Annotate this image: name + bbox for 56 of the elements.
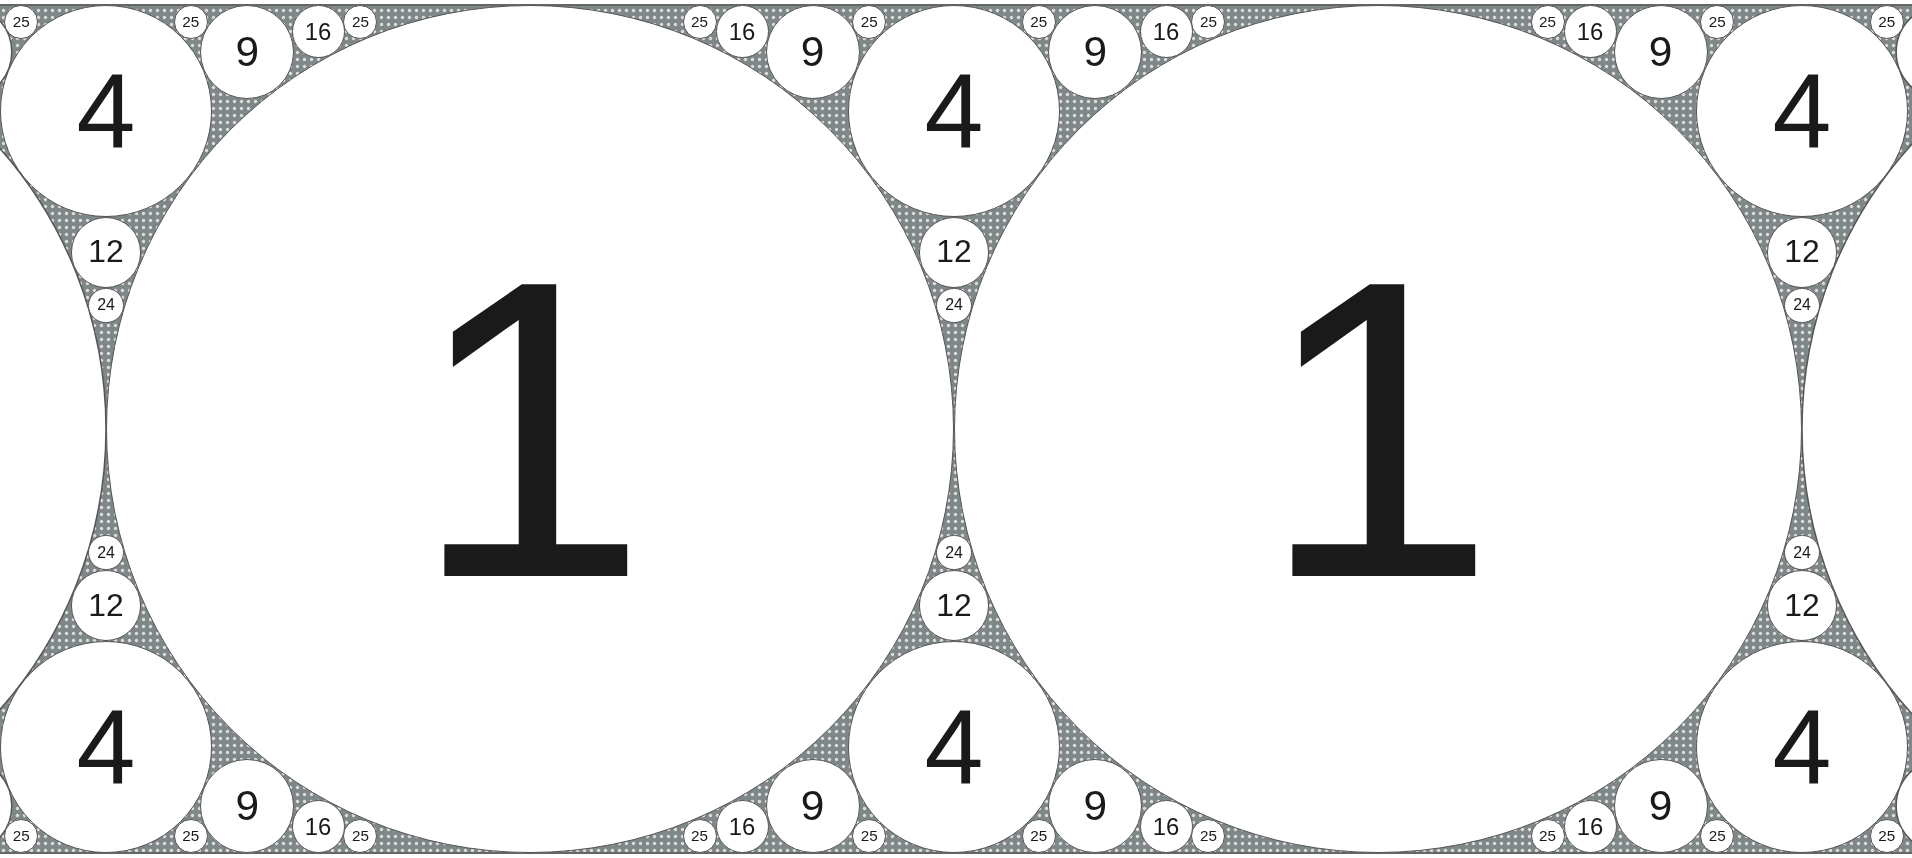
circle-number: 12: [88, 589, 124, 622]
circle-number: 12: [88, 236, 124, 269]
circle-number: 25: [691, 14, 709, 30]
circle-number: 4: [76, 58, 136, 164]
circle-number: 25: [1539, 828, 1557, 844]
circle-number: 25: [1708, 828, 1726, 844]
circle-number: 25: [860, 14, 878, 30]
circle-number: 25: [182, 14, 200, 30]
circle-number: 16: [1576, 814, 1604, 839]
circle-number: 25: [1030, 14, 1048, 30]
circle-number: 1: [1260, 217, 1496, 641]
circle-number: 24: [945, 297, 963, 314]
circle-number: 24: [97, 544, 115, 561]
circle-number: 25: [1708, 14, 1726, 30]
circle-number: 25: [1199, 828, 1217, 844]
circle-number: 25: [351, 828, 369, 844]
circle-number: 4: [1772, 58, 1832, 164]
circle-number: 1: [412, 217, 648, 641]
circle-number: 25: [182, 828, 200, 844]
circle-number: 24: [945, 544, 963, 561]
circle-number: 4: [924, 694, 984, 800]
circle-number: 4: [76, 694, 136, 800]
circle-number: 25: [351, 14, 369, 30]
circle-number: 12: [1784, 589, 1820, 622]
circle-number: 24: [97, 297, 115, 314]
circle-number: 16: [1152, 814, 1180, 839]
circle-number: 24: [1793, 297, 1811, 314]
circle-number: 9: [235, 30, 260, 74]
circle-number: 12: [936, 236, 972, 269]
circle-number: 9: [800, 784, 825, 828]
circle-number: 16: [304, 19, 332, 44]
circle-number: 25: [12, 14, 30, 30]
circle-number: 4: [1772, 694, 1832, 800]
circle-number: 9: [1083, 30, 1108, 74]
circle-number: 9: [800, 30, 825, 74]
circle-number: 9: [1648, 30, 1673, 74]
circle-number: 4: [924, 58, 984, 164]
circle-number: 25: [691, 828, 709, 844]
circle-number: 25: [1199, 14, 1217, 30]
circle-number: 25: [1878, 14, 1896, 30]
circle-number: 25: [1878, 828, 1896, 844]
circle-number: 25: [1539, 14, 1557, 30]
circle-number: 25: [12, 828, 30, 844]
circle-number: 9: [1083, 784, 1108, 828]
circle-number: 16: [304, 814, 332, 839]
circle-number: 9: [235, 784, 260, 828]
circle-number: 9: [1648, 784, 1673, 828]
circle-number: 25: [860, 828, 878, 844]
circle-number: 25: [1030, 828, 1048, 844]
circle-number: 24: [1793, 544, 1811, 561]
circle-number: 12: [936, 589, 972, 622]
circle-number: 12: [1784, 236, 1820, 269]
circle-number: 16: [728, 814, 756, 839]
circle-number: 16: [728, 19, 756, 44]
circle-number: 16: [1576, 19, 1604, 44]
circle-number: 16: [1152, 19, 1180, 44]
